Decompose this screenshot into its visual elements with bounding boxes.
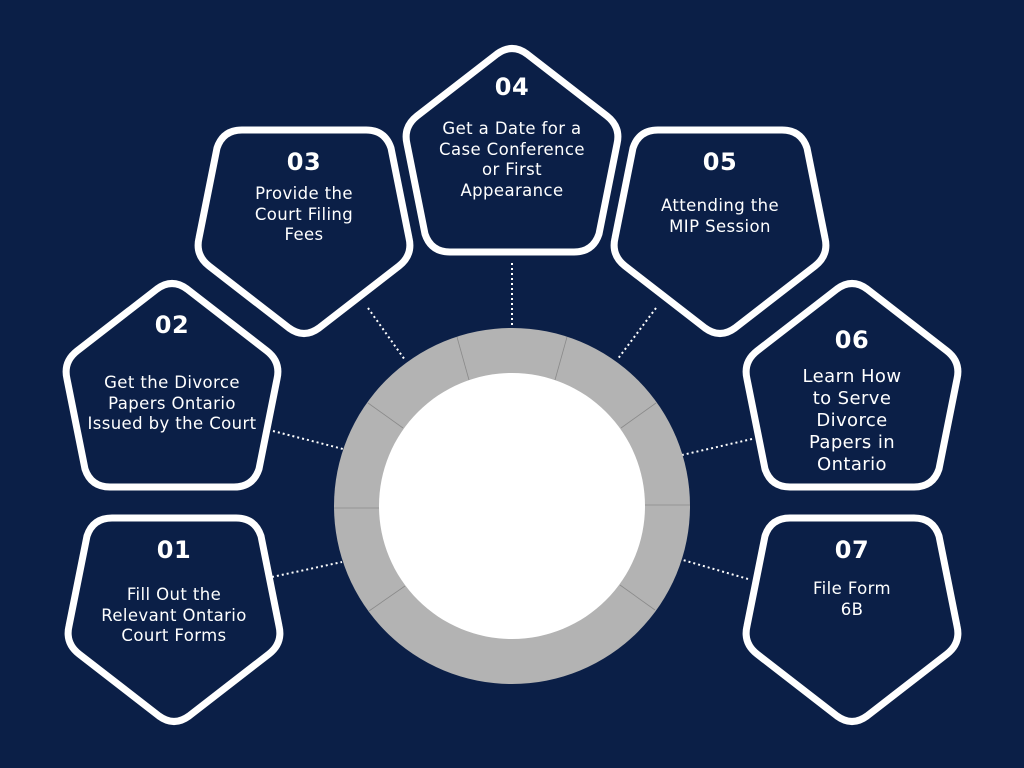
step-04: 04 Get a Date for a Case Conference or F…	[395, 40, 629, 262]
step-label: File Form 6B	[812, 579, 892, 619]
connector-02	[272, 430, 344, 450]
connector-01	[271, 561, 343, 578]
step-label: Fill Out the Relevant Ontario Court Form…	[101, 585, 247, 645]
step-label: Learn How to Serve Divorce Papers in Ont…	[802, 366, 902, 475]
step-02: 02 Get the Divorce Papers Ontario Issued…	[55, 275, 289, 497]
step-label: Attending the MIP Session	[660, 196, 780, 236]
step-number: 05	[702, 148, 738, 176]
step-number: 02	[154, 311, 190, 339]
connector-06	[681, 438, 753, 456]
step-03: 03 Provide the Court Filing Fees	[187, 120, 421, 342]
step-label: Provide the Court Filing Fees	[254, 184, 354, 244]
pentagon-outline-down	[610, 126, 830, 337]
step-number: 07	[834, 536, 870, 564]
dotted-connectors	[271, 263, 753, 580]
center-circle	[379, 373, 645, 639]
step-01: 01 Fill Out the Relevant Ontario Court F…	[57, 508, 291, 730]
step-07: 07 File Form 6B	[735, 508, 969, 730]
connector-03	[367, 307, 406, 361]
step-label: Get a Date for a Case Conference or Firs…	[439, 119, 585, 200]
connector-07	[682, 559, 749, 580]
ring-dividers	[334, 336, 690, 612]
connector-05	[616, 307, 657, 361]
pentagon-outline-up	[62, 280, 282, 491]
step-05: 05 Attending the MIP Session	[603, 120, 837, 342]
pentagon-outline-up	[742, 280, 962, 491]
pentagon-outline-up	[402, 45, 622, 256]
pentagon-outline-down	[64, 514, 284, 725]
pentagon-outline-down	[194, 126, 414, 337]
step-number: 06	[834, 326, 870, 354]
step-label: Get the Divorce Papers Ontario Issued by…	[87, 373, 257, 433]
pentagon-outline-down	[742, 514, 962, 725]
step-number: 03	[286, 148, 322, 176]
step-number: 01	[156, 536, 192, 564]
step-06: 06 Learn How to Serve Divorce Papers in …	[735, 275, 969, 497]
step-number: 04	[494, 73, 530, 101]
